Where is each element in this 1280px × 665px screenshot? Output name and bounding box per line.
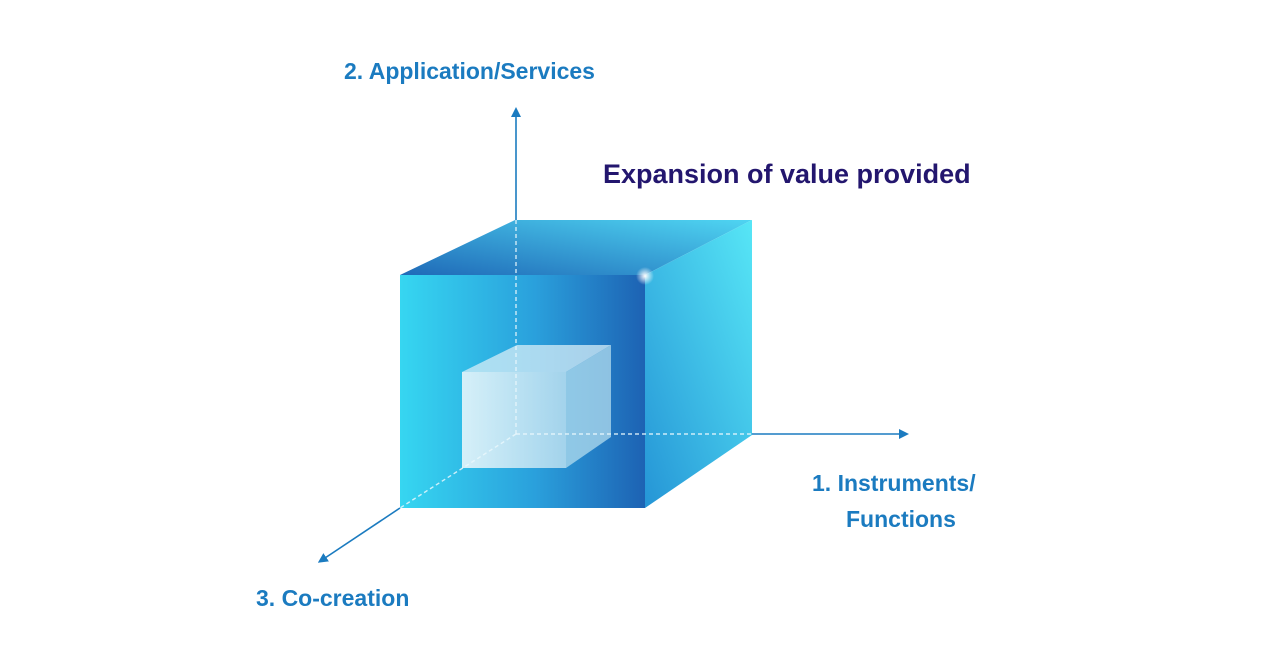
axis-z-label: 3. Co-creation xyxy=(256,585,410,611)
axis-x-label: 1. Instruments/ Functions xyxy=(812,465,976,537)
inner-cube-top xyxy=(462,345,611,372)
cube-glint xyxy=(636,267,654,285)
axis-z-hidden-dashed xyxy=(399,433,517,509)
axis-x-label-line1: 1. Instruments/ xyxy=(812,470,976,496)
inner-cube-side xyxy=(566,345,611,468)
cube-top-face xyxy=(400,220,752,275)
diagram-title: Expansion of value provided xyxy=(603,159,971,189)
inner-cube-front xyxy=(462,372,566,468)
axis-x-label-line2: Functions xyxy=(846,506,956,532)
cube-side-face xyxy=(645,220,752,508)
axis-z-arrow xyxy=(317,507,401,563)
axis-y-label: 2. Application/Services xyxy=(344,58,595,84)
